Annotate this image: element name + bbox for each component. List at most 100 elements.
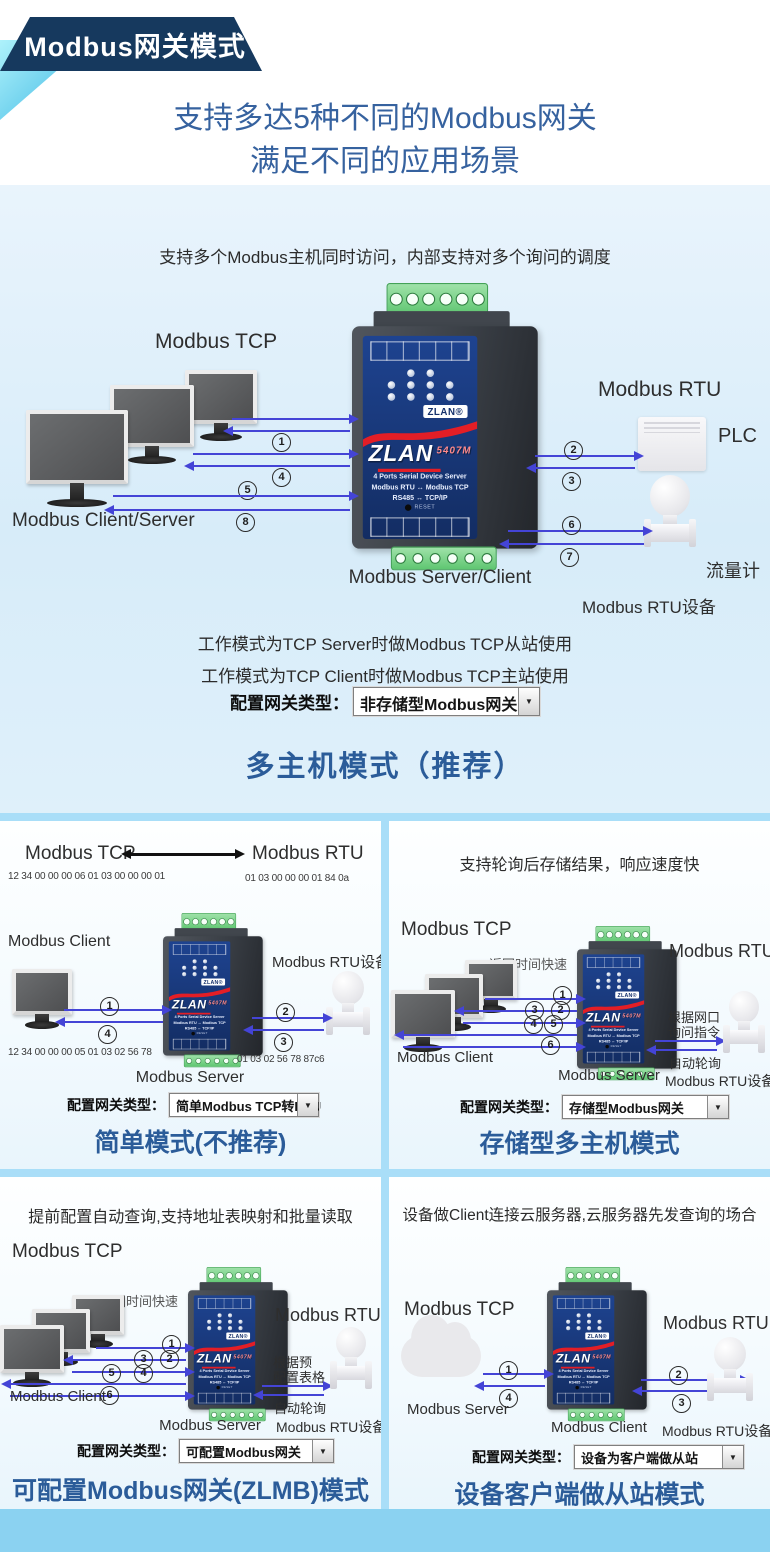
arrow-left-icon bbox=[55, 1017, 163, 1027]
arrow-left-icon bbox=[499, 539, 644, 549]
computer-icon bbox=[12, 969, 72, 1029]
dropdown-arrow-icon[interactable]: ▼ bbox=[297, 1094, 318, 1116]
gateway-type-value[interactable]: 简单Modbus TCP转RTU bbox=[176, 1099, 322, 1114]
flow-meter-icon bbox=[707, 1337, 753, 1401]
device-housing-step bbox=[373, 311, 510, 331]
modbus-rtu-label: Modbus RTU bbox=[598, 378, 722, 401]
quadrant-configurable-mode: 提前配置自动查询,支持地址表映射和批量读取 Modbus TCP 返回时间快速 bbox=[0, 1177, 381, 1509]
cloud-server-icon bbox=[401, 1314, 481, 1377]
step-1-badge: 1 bbox=[272, 433, 291, 452]
arrow-right-icon bbox=[262, 1381, 333, 1391]
plc-label: PLC bbox=[718, 425, 757, 447]
step-2-badge: 2 bbox=[276, 1003, 295, 1022]
step-5-badge: 5 bbox=[238, 481, 257, 500]
tcp-query-hex: 12 34 00 00 00 06 01 03 00 00 00 01 bbox=[8, 871, 166, 882]
page-title-line2: 满足不同的应用场景 bbox=[250, 144, 520, 178]
rtu-query-hex: 01 03 00 00 00 01 84 0a bbox=[245, 873, 349, 884]
red-swoosh-icon bbox=[582, 1000, 645, 1015]
arrow-left-icon bbox=[243, 1025, 324, 1035]
flow-meter-icon bbox=[644, 475, 696, 547]
gateway-type-select[interactable]: 存储型Modbus网关 ▼ bbox=[561, 1094, 730, 1120]
device-housing-step bbox=[174, 928, 248, 939]
computer-icon bbox=[26, 410, 128, 507]
step-4-badge: 4 bbox=[98, 1025, 117, 1044]
arrow-right-icon bbox=[463, 1018, 586, 1028]
device-housing-step bbox=[558, 1282, 632, 1293]
poll-note-line2: 询问指令 bbox=[668, 1025, 721, 1040]
gateway-type-value[interactable]: 可配置Modbus网关 bbox=[186, 1445, 301, 1460]
arrow-left-icon bbox=[184, 461, 350, 471]
arrow-left-icon bbox=[632, 1386, 741, 1396]
quadrant-storage-mode: 支持轮询后存储结果，响应速度快 Modbus TCP 返回时间快速 bbox=[389, 821, 770, 1169]
gateway-type-value[interactable]: 非存储型Modbus网关 bbox=[360, 697, 518, 714]
step-1-badge: 1 bbox=[100, 997, 119, 1016]
dropdown-arrow-icon[interactable]: ▼ bbox=[312, 1440, 333, 1462]
modbus-tcp-label: Modbus TCP bbox=[155, 330, 278, 353]
auto-poll-note: 自动轮询 bbox=[669, 1056, 722, 1071]
bottom-bar bbox=[0, 1509, 770, 1552]
poll-note-line1: 根据网口 bbox=[668, 1010, 721, 1025]
modbus-rtu-label: Modbus RTU bbox=[252, 843, 364, 864]
zlan-logo: ZLAN® bbox=[226, 1332, 251, 1340]
modbus-rtu-device-label: Modbus RTU设备 bbox=[276, 1419, 381, 1435]
terminal-block-bottom-icon bbox=[183, 1054, 241, 1068]
arrow-right-icon bbox=[485, 994, 586, 1004]
rtu-response-hex: 01 03 02 56 78 87c6 bbox=[237, 1054, 325, 1065]
gateway-type-select[interactable]: 设备为客户端做从站 ▼ bbox=[573, 1444, 745, 1470]
modbus-client-label: Modbus Client bbox=[397, 1049, 493, 1066]
dropdown-arrow-icon[interactable]: ▼ bbox=[722, 1446, 743, 1468]
arrow-right-icon bbox=[535, 451, 644, 461]
gateway-type-select[interactable]: 简单Modbus TCP转RTU ▼ bbox=[168, 1092, 322, 1118]
device-description: 4 Ports Serial Device Server Modbus RTU … bbox=[198, 1369, 251, 1385]
flow-meter-icon bbox=[330, 1327, 372, 1389]
device-description: 4 Ports Serial Device Server Modbus RTU … bbox=[587, 1028, 640, 1044]
dropdown-arrow-icon[interactable]: ▼ bbox=[707, 1096, 728, 1118]
modbus-server-label: Modbus Server bbox=[407, 1401, 509, 1418]
reset-button: RESET bbox=[553, 1385, 614, 1390]
gateway-type-value[interactable]: 存储型Modbus网关 bbox=[569, 1101, 684, 1116]
gateway-type-label: 配置网关类型： bbox=[472, 1449, 570, 1465]
arrow-right-icon bbox=[96, 1343, 195, 1353]
reset-button: RESET bbox=[363, 504, 477, 511]
port-strip-top bbox=[197, 1298, 252, 1309]
modbus-server-client-label: Modbus Server/Client bbox=[348, 567, 532, 588]
arrow-right-icon bbox=[72, 1367, 195, 1377]
gateway-type-value[interactable]: 设备为客户端做从站 bbox=[581, 1451, 699, 1466]
red-swoosh-icon bbox=[168, 987, 231, 1002]
flow-meter-icon bbox=[723, 991, 765, 1053]
gateway-type-select[interactable]: 非存储型Modbus网关 ▼ bbox=[352, 686, 541, 717]
arrow-right-icon bbox=[193, 449, 359, 459]
work-mode-note-2: 工作模式为TCP Client时做Modbus TCP主站使用 bbox=[201, 667, 569, 686]
step-3-badge: 3 bbox=[672, 1394, 691, 1413]
dropdown-arrow-icon[interactable]: ▼ bbox=[518, 688, 539, 715]
device-description: 4 Ports Serial Device Server Modbus RTU … bbox=[173, 1015, 226, 1031]
flow-meter-label: 流量计 bbox=[706, 561, 760, 581]
reset-button: RESET bbox=[583, 1044, 644, 1049]
step-2-badge: 2 bbox=[160, 1350, 179, 1369]
work-mode-note-1: 工作模式为TCP Server时做Modbus TCP从站使用 bbox=[197, 635, 573, 654]
gateway-type-config: 配置网关类型： 设备为客户端做从站 ▼ bbox=[472, 1444, 745, 1470]
double-arrow-icon bbox=[121, 849, 245, 859]
step-4-badge: 4 bbox=[272, 468, 291, 487]
modbus-rtu-device-label: Modbus RTU设备 bbox=[665, 1073, 770, 1089]
port-strip-top bbox=[586, 957, 641, 968]
device-housing-step bbox=[588, 941, 662, 952]
step-7-badge: 7 bbox=[560, 548, 579, 567]
arrow-left-icon bbox=[253, 1390, 324, 1400]
red-swoosh-icon bbox=[193, 1341, 256, 1356]
modbus-server-label: Modbus Server bbox=[558, 1067, 660, 1084]
gateway-type-select[interactable]: 可配置Modbus网关 ▼ bbox=[178, 1438, 335, 1464]
